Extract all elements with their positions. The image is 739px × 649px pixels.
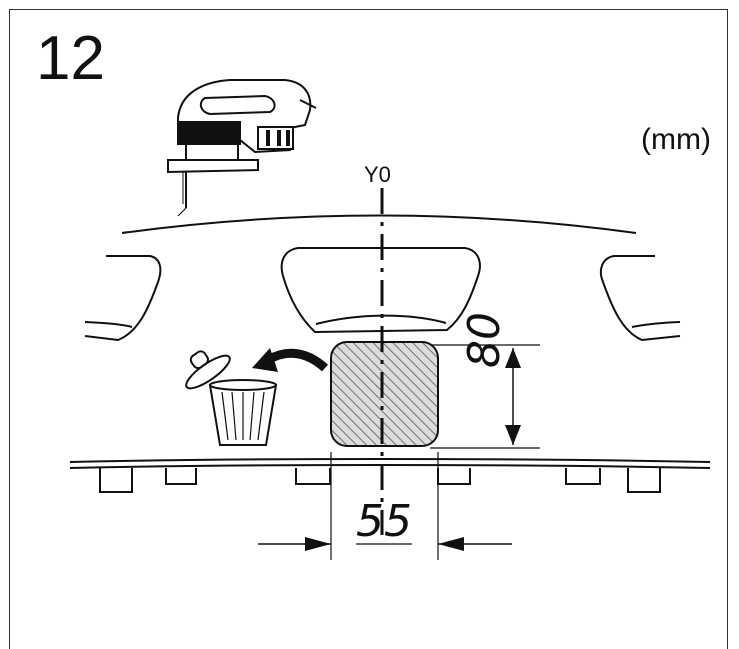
bottom-rail	[69, 458, 711, 493]
axis-label: Y0	[364, 162, 391, 187]
dimension-width-label: 55	[356, 496, 412, 547]
cutout-area	[330, 341, 439, 447]
side-opening-right	[599, 255, 681, 342]
figure-frame	[9, 9, 728, 649]
side-opening-left	[84, 255, 162, 342]
dimension-height-label: 80	[459, 312, 510, 368]
curved-arrow-icon	[252, 348, 329, 372]
jigsaw-icon	[167, 79, 317, 217]
outer-edge-line	[121, 214, 637, 234]
step-number: 12	[36, 24, 105, 93]
unit-label: (mm)	[641, 123, 711, 156]
center-opening	[280, 247, 481, 334]
trash-can-icon	[185, 350, 278, 446]
